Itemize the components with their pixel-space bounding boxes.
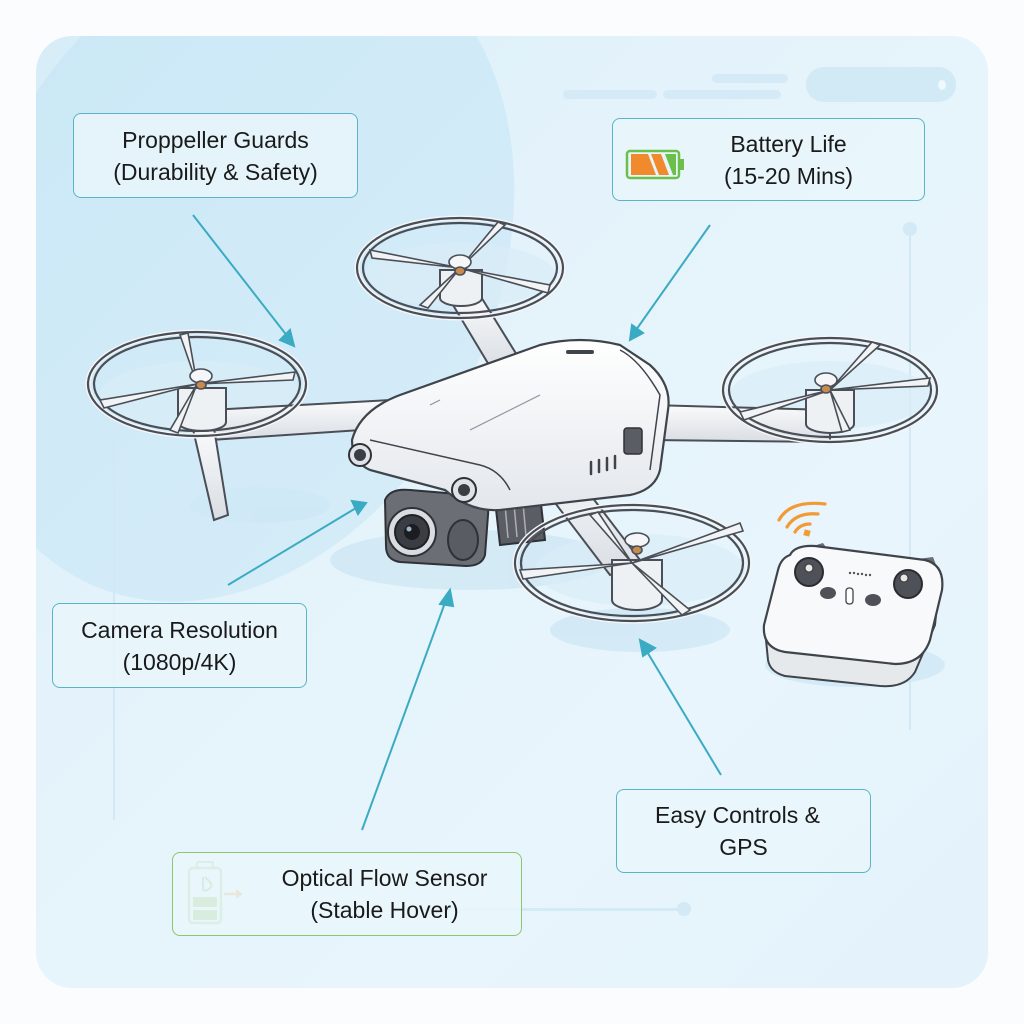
callout-optical-flow: Optical Flow Sensor (Stable Hover) [172,852,522,936]
callout-arrows [192,214,722,831]
decorative-bar [563,90,657,99]
callout-battery-life: Battery Life (15-20 Mins) [612,118,925,201]
guide-node [677,902,691,916]
guide-node [903,222,917,236]
callout-propeller-guards: Proppeller Guards (Durability & Safety) [73,113,358,198]
callout-detail: (Stable Hover) [310,897,459,923]
wifi-signal-icon [777,501,827,537]
callout-detail: (Durability & Safety) [113,158,318,185]
callout-title: Easy Controls & [655,802,820,828]
callout-title: Battery Life [730,130,847,157]
callout-detail: (1080p/4K) [122,648,237,675]
remote-controller [762,543,944,688]
decorative-bar [663,90,781,99]
callout-detail: GPS [719,834,768,860]
callout-title: Camera Resolution [81,616,278,643]
callout-title: Optical Flow Sensor [281,865,488,891]
propeller-guards [85,215,940,624]
callout-camera-resolution: Camera Resolution (1080p/4K) [52,603,307,688]
propeller-blades [98,221,932,617]
callout-detail: (15-20 Mins) [723,162,854,189]
decorative-pill [806,67,956,102]
callout-easy-controls: Easy Controls & GPS [616,789,871,873]
guide-line [909,230,911,730]
drone-body [348,338,670,512]
callout-title: Proppeller Guards [122,126,309,153]
decorative-bar [712,74,788,83]
guide-line [415,908,685,911]
decorative-dot [938,80,946,90]
